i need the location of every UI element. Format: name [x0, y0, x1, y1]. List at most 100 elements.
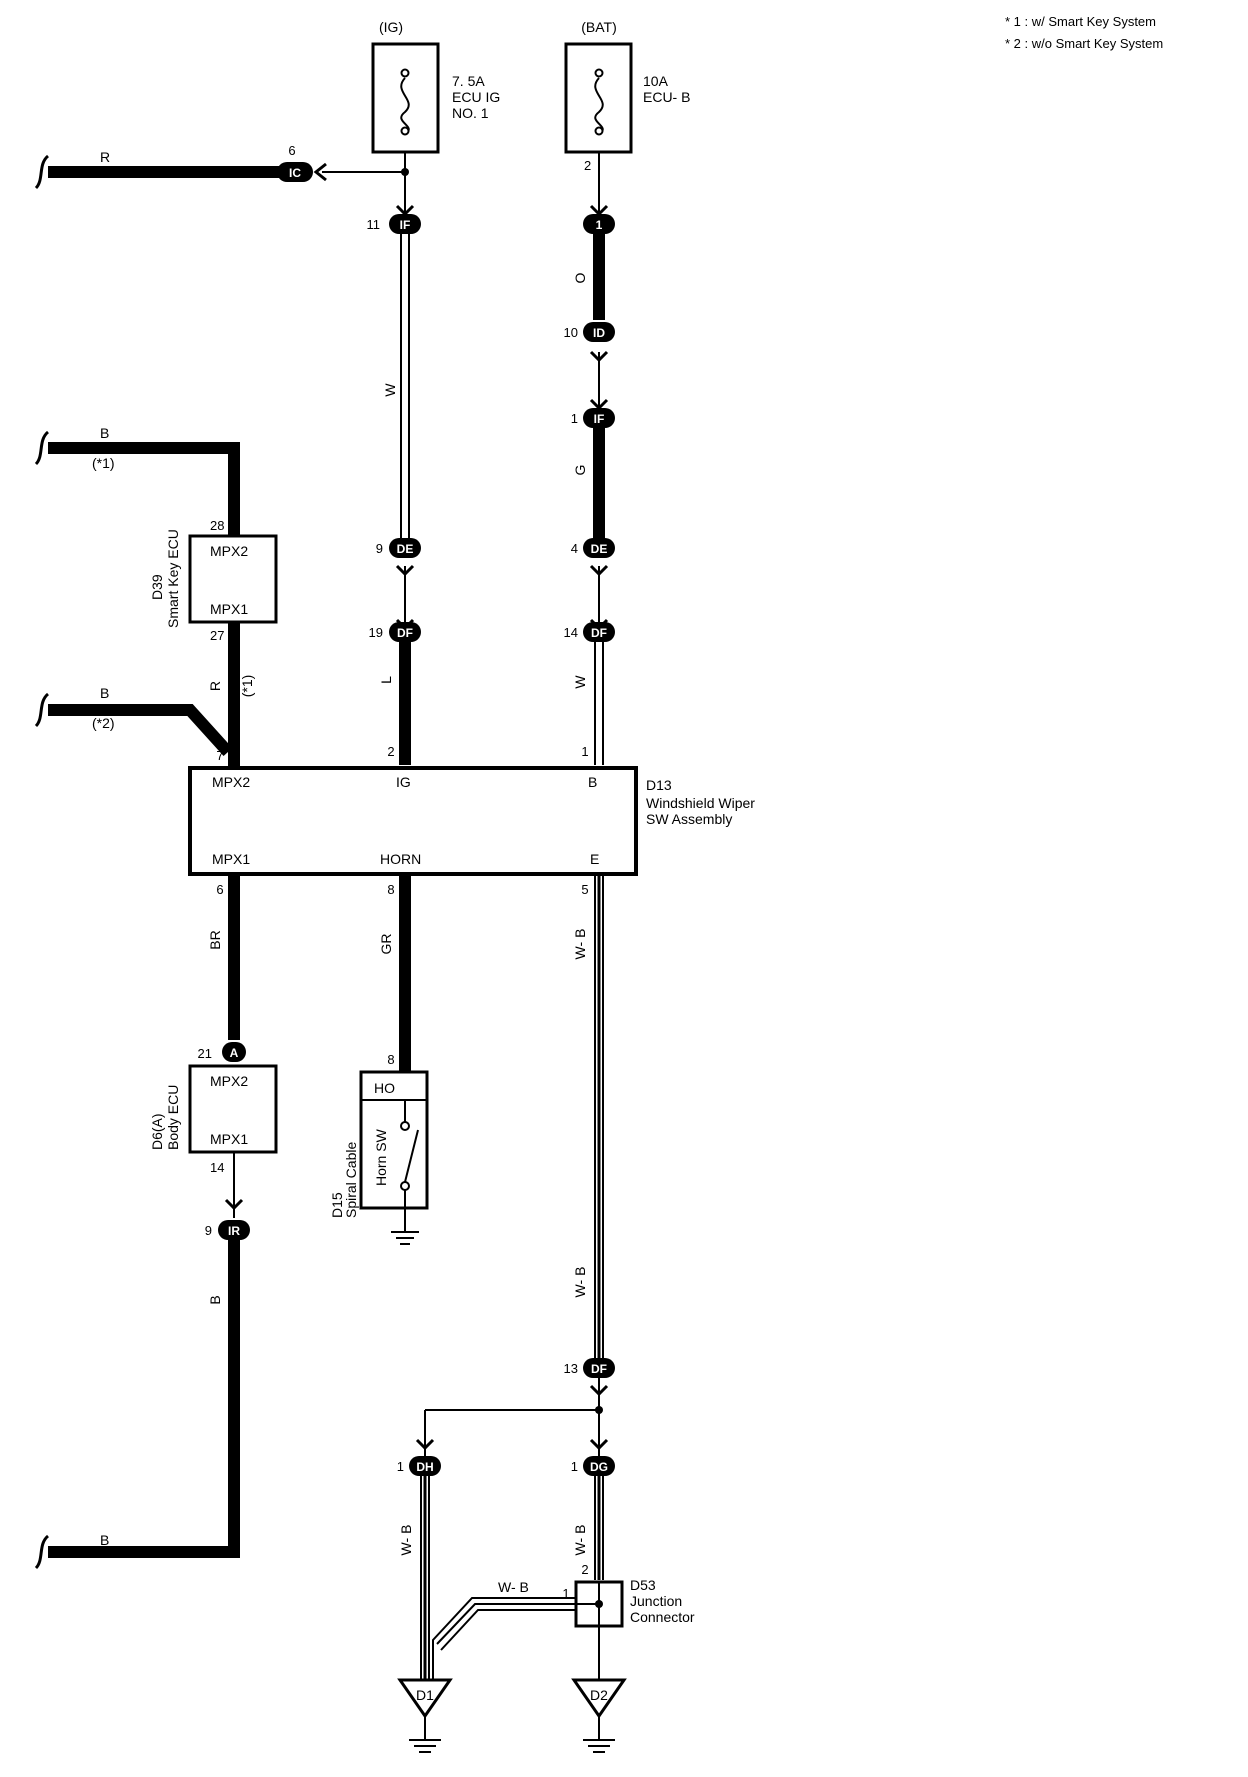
svg-text:7: 7: [216, 748, 223, 763]
svg-text:2: 2: [581, 1562, 588, 1577]
connector-if-11: [389, 214, 421, 234]
fuse-ig-element-icon: [400, 77, 410, 135]
svg-text:IC: IC: [289, 166, 301, 180]
svg-text:1: 1: [581, 744, 588, 759]
svg-text:DG: DG: [590, 1460, 608, 1474]
svg-text:21: 21: [198, 1046, 212, 1061]
svg-text:ID: ID: [593, 326, 605, 340]
connector-df-19: [389, 622, 421, 642]
ground-icon: [391, 1231, 419, 1245]
svg-text:W: W: [572, 675, 588, 689]
svg-text:4: 4: [571, 541, 578, 556]
svg-text:B: B: [588, 774, 597, 790]
wire-wb-h: [432, 1597, 576, 1680]
svg-text:13: 13: [564, 1361, 578, 1376]
connector-de-9: [389, 538, 421, 558]
fuse-bat-pin: 2: [584, 158, 591, 173]
svg-text:DF: DF: [397, 626, 413, 640]
d39-id: D39: [149, 574, 165, 600]
svg-text:IF: IF: [594, 412, 605, 426]
connector-id-10: [583, 322, 615, 342]
connector-a-21: [222, 1042, 246, 1062]
svg-text:B: B: [100, 425, 109, 441]
svg-text:R: R: [207, 681, 223, 691]
svg-text:G: G: [572, 465, 588, 476]
svg-text:MPX2: MPX2: [210, 1073, 248, 1089]
svg-text:MPX1: MPX1: [210, 1131, 248, 1147]
svg-text:28: 28: [210, 518, 224, 533]
svg-text:DE: DE: [397, 542, 414, 556]
svg-text:14: 14: [564, 625, 578, 640]
svg-text:E: E: [590, 851, 599, 867]
wire-r-top-label: R: [100, 149, 110, 165]
d15-horn-sw-label: Horn SW: [373, 1128, 389, 1186]
fuse-ig-rating: 7. 5A: [452, 73, 485, 89]
svg-text:2: 2: [387, 744, 394, 759]
connector-de-4: [583, 538, 615, 558]
svg-text:B: B: [100, 1532, 109, 1548]
connector-dh-1: [409, 1456, 441, 1476]
svg-text:8: 8: [387, 1052, 394, 1067]
connector-df-13: [583, 1358, 615, 1378]
svg-text:A: A: [230, 1046, 239, 1060]
svg-text:MPX1: MPX1: [210, 601, 248, 617]
d6-name: Body ECU: [165, 1085, 181, 1150]
fuse-bat-box: [564, 42, 633, 154]
ground-d2-icon: [571, 1678, 627, 1753]
bat-source-label: (BAT): [581, 19, 617, 35]
connector-ic: [277, 162, 313, 182]
svg-text:1: 1: [562, 1586, 569, 1601]
wire-break-icon: [34, 692, 50, 728]
svg-text:19: 19: [369, 625, 383, 640]
fuse-ig-name-1: ECU IG: [452, 89, 500, 105]
svg-text:MPX1: MPX1: [212, 851, 250, 867]
svg-text:HO: HO: [374, 1080, 395, 1096]
svg-text:11: 11: [367, 217, 381, 232]
wire-break-icon: [34, 1534, 50, 1570]
ground-d1-label: D1: [416, 1687, 434, 1703]
svg-text:BR: BR: [207, 930, 223, 949]
connector-1: [583, 214, 615, 234]
d39-name: Smart Key ECU: [165, 529, 181, 628]
svg-text:W- B: W- B: [572, 1267, 588, 1298]
svg-text:14: 14: [210, 1160, 224, 1175]
d15-id: D15: [329, 1192, 345, 1218]
svg-text:Windshield Wiper: Windshield Wiper: [646, 795, 755, 811]
fuse-ig-name-2: NO. 1: [452, 105, 489, 121]
svg-text:W- B: W- B: [572, 1525, 588, 1556]
svg-text:MPX2: MPX2: [210, 543, 248, 559]
svg-text:W- B: W- B: [498, 1579, 529, 1595]
d53-id: D53: [630, 1577, 656, 1593]
svg-text:9: 9: [205, 1223, 212, 1238]
svg-text:MPX2: MPX2: [212, 774, 250, 790]
svg-text:DE: DE: [591, 542, 608, 556]
d39-smart-key-ecu: [188, 534, 278, 624]
svg-text:W- B: W- B: [572, 929, 588, 960]
connector-ir-9: [218, 1220, 250, 1240]
svg-text:10: 10: [564, 325, 578, 340]
d13-id: D13: [646, 777, 672, 793]
svg-text:IG: IG: [396, 774, 411, 790]
fuse-bat-rating: 10A: [643, 73, 669, 89]
wire-break-icon: [34, 430, 50, 466]
svg-text:SW Assembly: SW Assembly: [646, 811, 732, 827]
wire-b2: [48, 704, 233, 757]
svg-text:1: 1: [571, 1459, 578, 1474]
svg-text:(*1): (*1): [239, 675, 255, 698]
svg-text:(*2): (*2): [92, 715, 115, 731]
ground-d2-label: D2: [590, 1687, 608, 1703]
svg-text:8: 8: [387, 882, 394, 897]
note-2: * 2 : w/o Smart Key System: [1005, 36, 1163, 51]
svg-text:6: 6: [216, 882, 223, 897]
svg-text:GR: GR: [378, 934, 394, 955]
svg-text:B: B: [100, 685, 109, 701]
ground-d1-icon: [397, 1678, 453, 1753]
svg-text:IR: IR: [228, 1224, 240, 1238]
note-1: * 1 : w/ Smart Key System: [1005, 14, 1156, 29]
svg-text:DF: DF: [591, 626, 607, 640]
fuse-bat-name: ECU- B: [643, 89, 690, 105]
d6-body-ecu: [188, 1064, 278, 1154]
d13-windshield-wiper-sw: [188, 766, 638, 876]
svg-text:27: 27: [210, 628, 224, 643]
